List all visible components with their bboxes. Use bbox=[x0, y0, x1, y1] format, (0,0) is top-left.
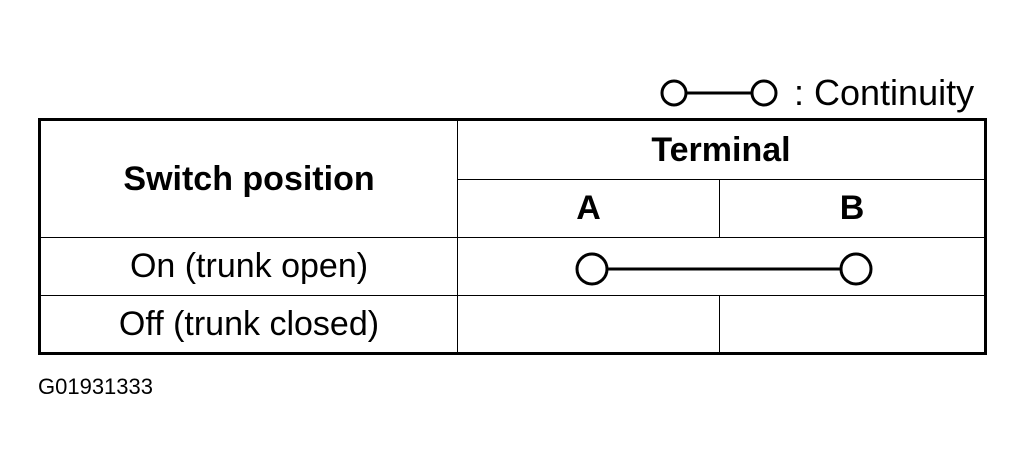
figure-code: G01931333 bbox=[38, 374, 153, 399]
terminal-a-node bbox=[575, 252, 609, 286]
continuity-symbol-icon bbox=[575, 252, 873, 286]
terminal-a-off-cell bbox=[457, 295, 720, 354]
position-on-label: On (trunk open) bbox=[39, 237, 458, 296]
terminal-header: Terminal bbox=[457, 119, 986, 180]
position-off-label: Off (trunk closed) bbox=[39, 295, 458, 354]
continuity-symbol-icon bbox=[660, 79, 778, 107]
table-row: Off (trunk closed) bbox=[39, 295, 986, 354]
continuity-legend: : Continuity bbox=[658, 68, 974, 118]
terminal-continuity-table: Switch position Terminal A B On (trunk o… bbox=[38, 118, 987, 355]
terminal-b-off-cell bbox=[719, 295, 986, 354]
terminal-b-header: B bbox=[719, 179, 986, 238]
terminal-b-node bbox=[839, 252, 873, 286]
switch-position-header: Switch position bbox=[39, 119, 458, 238]
continuity-cell-on bbox=[457, 237, 986, 296]
terminal-a-header: A bbox=[457, 179, 720, 238]
table-row: On (trunk open) bbox=[39, 237, 986, 296]
legend-label: : Continuity bbox=[794, 72, 975, 113]
